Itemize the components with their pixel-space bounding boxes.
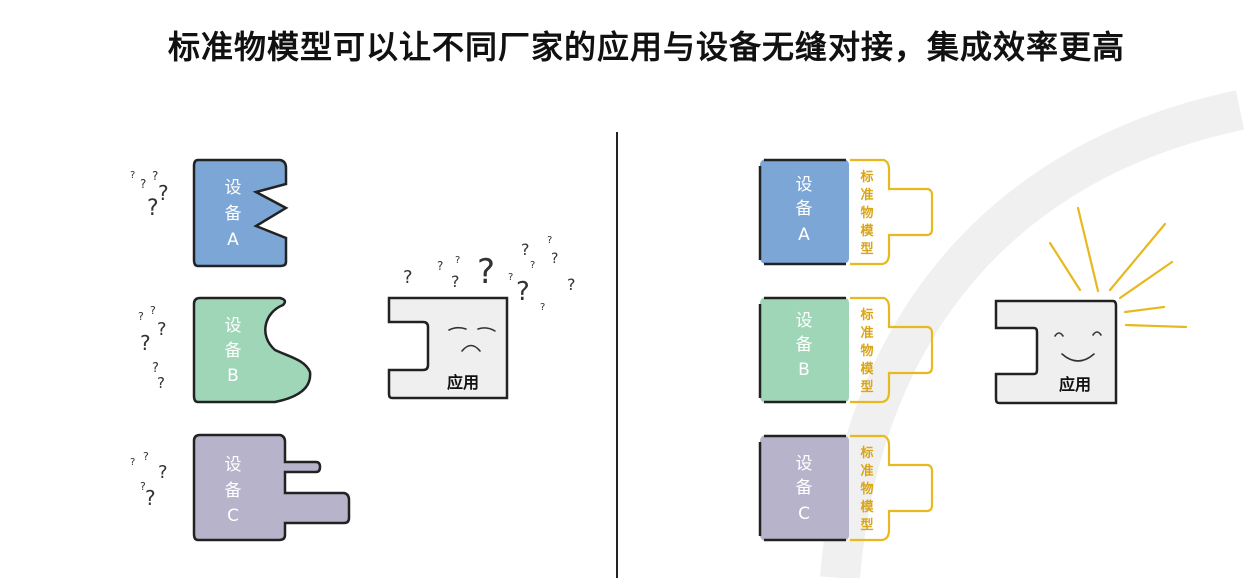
svg-text:?: ? <box>130 170 135 181</box>
svg-text:?: ? <box>140 331 151 355</box>
svg-text:?: ? <box>158 462 168 483</box>
standard-model-char: 准 <box>860 187 873 203</box>
svg-text:?: ? <box>437 259 443 273</box>
right-device-a: 设 备 A <box>758 158 849 266</box>
svg-text:?: ? <box>516 277 530 307</box>
device-label-line2: 备 <box>796 199 813 219</box>
right-app-happy: 应用 <box>994 299 1118 405</box>
device-label-line2: 备 <box>225 481 242 501</box>
svg-text:?: ? <box>152 169 158 183</box>
standard-model-char: 准 <box>860 325 873 341</box>
device-label-line2: 备 <box>796 335 813 355</box>
standard-model-char: 标 <box>859 445 873 461</box>
page-title: 标准物模型可以让不同厂家的应用与设备无缝对接，集成效率更高 <box>167 28 1125 66</box>
device-label-line3: A <box>798 225 810 245</box>
standard-model-char: 标 <box>859 307 873 323</box>
device-label-line2: 备 <box>796 478 813 498</box>
svg-text:?: ? <box>451 272 460 291</box>
device-label-line3: A <box>227 230 239 250</box>
standard-model-char: 模 <box>860 499 874 515</box>
smile-icon <box>1061 353 1095 362</box>
standard-model-char: 模 <box>860 223 874 239</box>
app-label: 应用 <box>1059 375 1091 394</box>
right-device-c: 设 备 C <box>758 434 849 542</box>
svg-text:?: ? <box>140 177 146 191</box>
app-label: 应用 <box>447 373 479 392</box>
device-label-line1: 设 <box>225 455 242 475</box>
svg-text:?: ? <box>508 272 513 283</box>
device-label-line1: 设 <box>225 316 242 336</box>
standard-model-bracket: 标准物模型 <box>850 158 934 266</box>
svg-text:?: ? <box>140 480 146 493</box>
svg-text:?: ? <box>477 252 495 292</box>
svg-text:?: ? <box>530 260 535 271</box>
svg-text:?: ? <box>157 319 167 340</box>
device-label-line1: 设 <box>796 175 813 195</box>
svg-text:?: ? <box>158 181 169 205</box>
svg-text:?: ? <box>540 302 545 313</box>
device-label-line2: 备 <box>225 204 242 224</box>
svg-text:?: ? <box>138 310 144 323</box>
frown-icon <box>461 344 481 352</box>
right-device-b: 设 备 B <box>758 296 849 404</box>
svg-text:?: ? <box>547 235 552 246</box>
svg-text:?: ? <box>551 251 558 267</box>
svg-text:?: ? <box>145 486 156 510</box>
standard-model-char: 物 <box>860 481 873 497</box>
left-device-a: 设 备 A <box>192 158 289 268</box>
device-label-line1: 设 <box>796 311 813 331</box>
standard-model-char: 物 <box>860 343 873 359</box>
standard-model-char: 标 <box>859 169 873 185</box>
standard-model-char: 型 <box>860 241 873 257</box>
standard-model-char: 型 <box>860 379 873 395</box>
svg-text:?: ? <box>130 457 135 468</box>
device-label-line3: C <box>798 504 810 524</box>
left-app-sad: 应用 <box>387 296 509 400</box>
standard-model-bracket: 标准物模型 <box>850 434 934 542</box>
standard-model-char: 物 <box>860 205 873 221</box>
device-label-line3: C <box>227 506 239 526</box>
device-label-line3: B <box>227 366 239 386</box>
standard-model-char: 准 <box>860 463 873 479</box>
svg-text:?: ? <box>150 304 156 317</box>
svg-text:?: ? <box>403 267 413 288</box>
svg-text:?: ? <box>455 255 460 266</box>
svg-text:?: ? <box>567 275 576 294</box>
device-label-line3: B <box>798 360 810 380</box>
device-label-line1: 设 <box>225 178 242 198</box>
device-label-line1: 设 <box>796 454 813 474</box>
left-device-c: 设 备 C <box>192 433 351 542</box>
standard-model-char: 模 <box>860 361 874 377</box>
device-label-line2: 备 <box>225 341 242 361</box>
svg-text:?: ? <box>157 374 165 392</box>
svg-text:?: ? <box>143 450 149 463</box>
standard-model-bracket: 标准物模型 <box>850 296 934 404</box>
sun-rays-icon <box>1048 206 1188 329</box>
left-device-b: 设 备 B <box>192 296 312 404</box>
svg-text:?: ? <box>147 196 159 221</box>
svg-text:?: ? <box>152 361 159 376</box>
svg-text:?: ? <box>521 240 530 259</box>
background-arc <box>820 90 1245 578</box>
standard-model-char: 型 <box>860 517 873 533</box>
question-marks-icon: ? ? ? ? ? ? ? ? ? ? ? ? ? ? ? ? ? ? ? ? … <box>130 169 576 510</box>
